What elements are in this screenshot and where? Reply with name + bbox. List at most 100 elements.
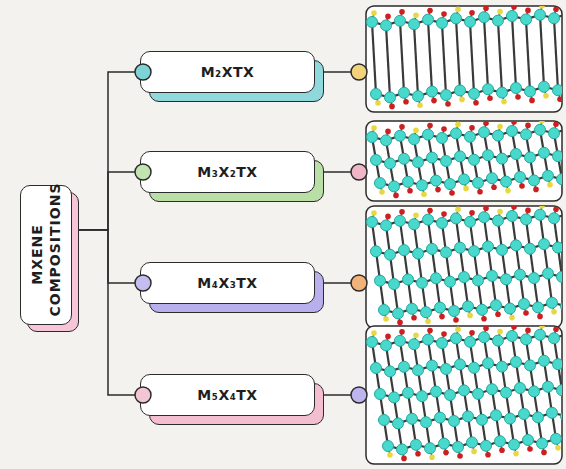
junction-dot bbox=[135, 164, 151, 180]
metal-atom bbox=[487, 270, 498, 281]
termination-atom bbox=[497, 329, 503, 335]
metal-atom bbox=[395, 215, 406, 226]
termination-atom bbox=[427, 208, 433, 214]
termination-atom bbox=[553, 326, 559, 332]
metal-atom bbox=[481, 440, 492, 451]
formula-label: M₃X₂TX bbox=[197, 164, 257, 180]
metal-atom bbox=[417, 180, 428, 191]
termination-atom bbox=[481, 316, 487, 322]
metal-atom bbox=[371, 89, 382, 100]
metal-atom bbox=[537, 438, 548, 449]
bond bbox=[372, 22, 376, 94]
termination-atom bbox=[421, 191, 427, 197]
metal-atom bbox=[525, 152, 536, 163]
termination-atom bbox=[469, 330, 475, 336]
termination-atom bbox=[443, 450, 449, 456]
termination-atom bbox=[547, 182, 553, 188]
metal-atom bbox=[399, 153, 410, 164]
bond bbox=[442, 23, 446, 95]
crystal-image bbox=[366, 117, 566, 201]
termination-atom bbox=[425, 318, 431, 324]
bond bbox=[498, 21, 502, 93]
metal-atom bbox=[535, 329, 546, 340]
metal-atom bbox=[381, 220, 392, 231]
metal-atom bbox=[521, 129, 532, 140]
bond bbox=[470, 22, 474, 94]
metal-atom bbox=[427, 243, 438, 254]
metal-atom bbox=[521, 214, 532, 225]
termination-atom bbox=[513, 451, 519, 457]
termination-atom bbox=[435, 187, 441, 193]
metal-atom bbox=[437, 338, 448, 349]
termination-atom bbox=[441, 11, 447, 17]
metal-atom bbox=[395, 130, 406, 141]
metal-atom bbox=[393, 418, 404, 429]
termination-atom bbox=[417, 102, 423, 108]
tree-connector bbox=[72, 230, 140, 395]
termination-atom bbox=[491, 184, 497, 190]
metal-atom bbox=[409, 134, 420, 145]
composition-box: M₄X₃TX bbox=[140, 262, 315, 304]
metal-atom bbox=[437, 133, 448, 144]
metal-atom bbox=[381, 20, 392, 31]
metal-atom bbox=[529, 175, 540, 186]
metal-atom bbox=[561, 301, 563, 312]
metal-atom bbox=[493, 15, 504, 26]
metal-atom bbox=[491, 410, 502, 421]
metal-atom bbox=[375, 178, 386, 189]
metal-atom bbox=[417, 391, 428, 402]
root-box: MXENE COMPOSITIONS bbox=[20, 185, 72, 325]
crystal-image bbox=[366, 202, 566, 328]
metal-atom bbox=[441, 156, 452, 167]
termination-atom bbox=[551, 309, 557, 315]
metal-atom bbox=[539, 239, 550, 250]
metal-atom bbox=[467, 437, 478, 448]
bond bbox=[428, 20, 432, 92]
termination-atom bbox=[499, 447, 505, 453]
termination-atom bbox=[497, 124, 503, 130]
bond bbox=[540, 15, 544, 87]
metal-atom bbox=[539, 81, 550, 92]
termination-atom bbox=[371, 10, 377, 16]
termination-atom bbox=[397, 320, 403, 326]
termination-atom bbox=[497, 9, 503, 15]
metal-atom bbox=[463, 301, 474, 312]
termination-atom bbox=[383, 316, 389, 322]
termination-atom bbox=[495, 311, 501, 317]
metal-atom bbox=[437, 218, 448, 229]
termination-atom bbox=[385, 129, 391, 135]
metal-atom bbox=[501, 274, 512, 285]
metal-atom bbox=[409, 339, 420, 350]
termination-atom bbox=[553, 6, 559, 12]
metal-atom bbox=[477, 304, 488, 315]
metal-atom bbox=[423, 14, 434, 25]
metal-atom bbox=[435, 412, 446, 423]
termination-atom bbox=[415, 451, 421, 457]
termination-atom bbox=[529, 98, 535, 104]
metal-atom bbox=[511, 149, 522, 160]
metal-atom bbox=[463, 411, 474, 422]
metal-atom bbox=[519, 299, 530, 310]
bond bbox=[512, 16, 516, 88]
termination-atom bbox=[533, 187, 539, 193]
image-dot bbox=[351, 64, 367, 80]
metal-atom bbox=[497, 87, 508, 98]
metal-atom bbox=[381, 135, 392, 146]
metal-atom bbox=[549, 13, 560, 24]
metal-atom bbox=[547, 297, 558, 308]
metal-atom bbox=[501, 387, 512, 398]
metal-atom bbox=[439, 438, 450, 449]
metal-atom bbox=[483, 358, 494, 369]
image-links bbox=[316, 72, 352, 395]
metal-atom bbox=[431, 175, 442, 186]
crystal-images bbox=[366, 2, 566, 464]
metal-atom bbox=[403, 274, 414, 285]
composition-box: M₅X₄TX bbox=[140, 374, 315, 416]
metal-atom bbox=[551, 433, 562, 444]
metal-atom bbox=[487, 173, 498, 184]
termination-atom bbox=[561, 185, 562, 191]
metal-atom bbox=[479, 212, 490, 223]
tree-connector bbox=[72, 72, 140, 230]
termination-atom bbox=[511, 206, 517, 210]
image-frame bbox=[366, 6, 562, 112]
